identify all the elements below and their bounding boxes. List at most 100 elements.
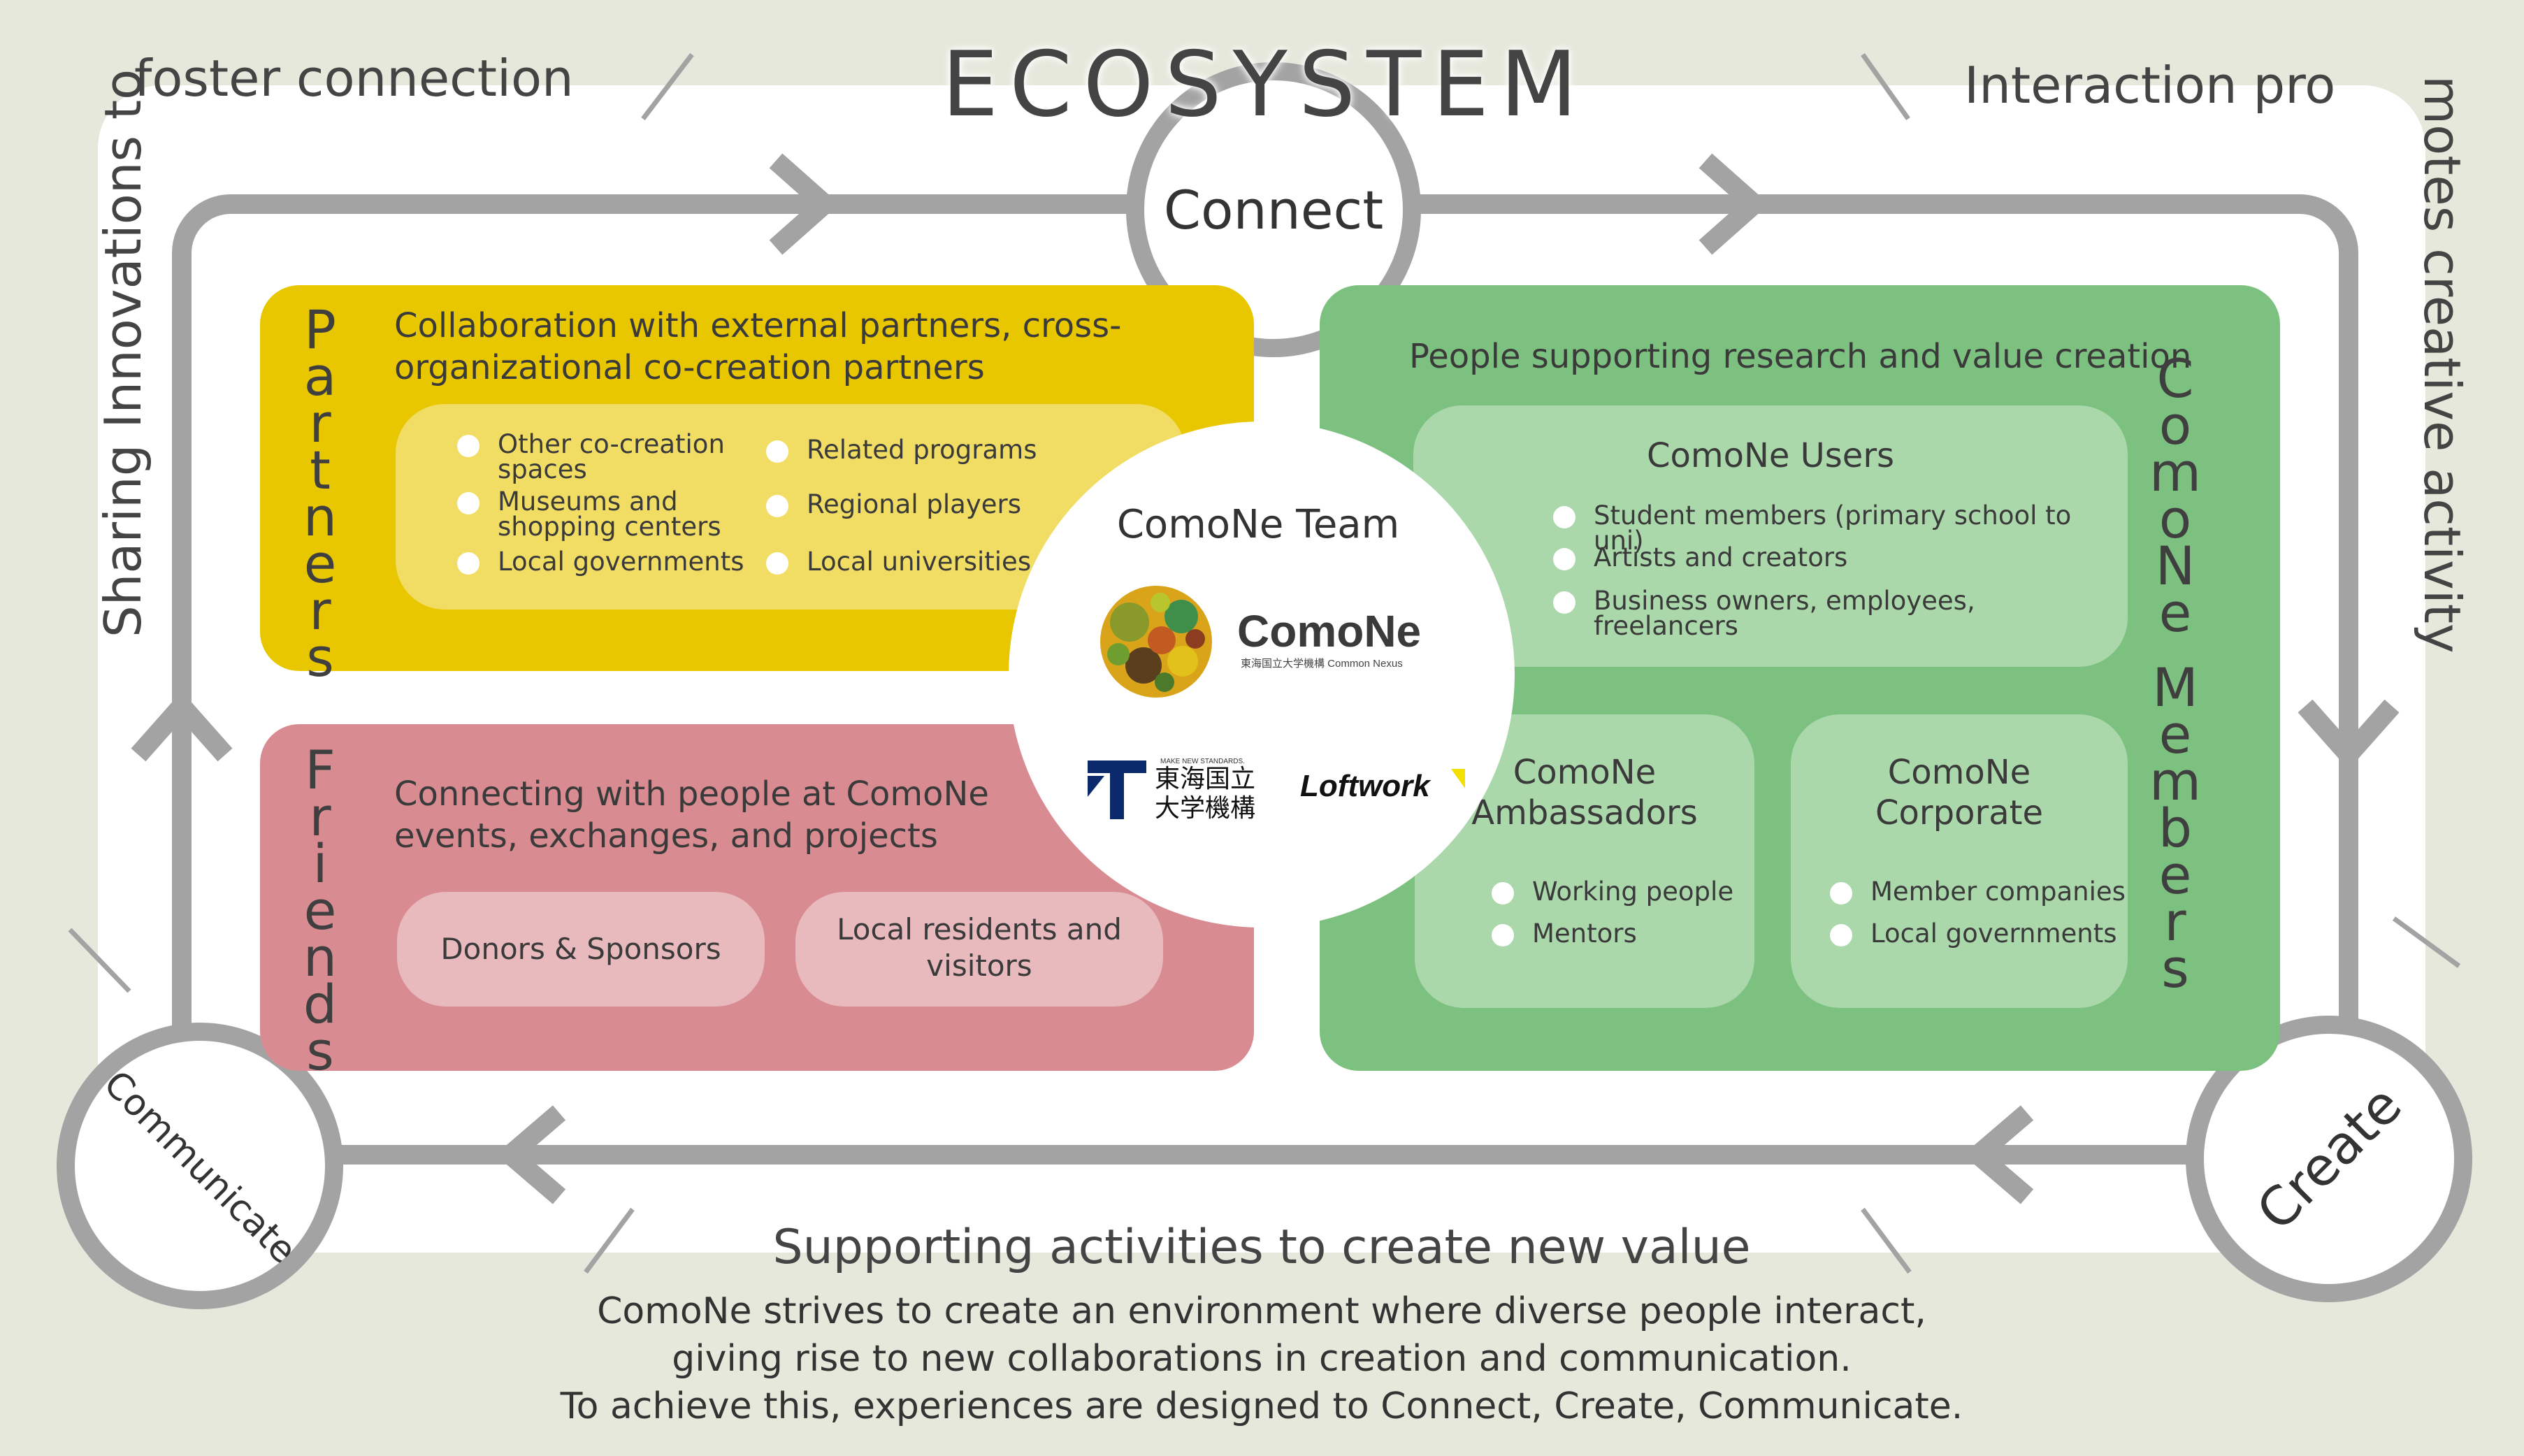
label-letter: e [303,879,337,942]
arrow-right-1 [769,153,840,255]
team-label: ComoNe Team [1116,502,1400,547]
members-description: People supporting research and value cre… [1409,337,2192,376]
bullet-dot [1492,924,1514,946]
bullet-dot [1830,882,1852,904]
bullet-dot [1830,924,1852,946]
ambassadors-title: ComoNe Ambassadors [1471,753,1698,832]
comone-logo-icon [1100,586,1212,698]
corporate-title: ComoNe Corporate [1875,753,2043,832]
tick-mark [1861,52,1910,121]
tick-mark [68,928,131,993]
label-letter: d [303,973,338,1035]
users-item: Artists and creators [1553,545,1847,570]
label-letter: i [312,832,328,895]
friends-vertical-label: F r i e n d s [292,739,348,1082]
partners-item: Local universities [766,549,1031,575]
body-line: ComoNe strives to create an environment … [597,1290,1926,1332]
body-line: giving rise to new collaborations in cre… [672,1338,1852,1380]
label-letter: b [2158,797,2193,859]
communicate-circle [57,1023,343,1309]
ambassadors-item: Mentors [1492,921,1637,946]
label-letter: o [2158,394,2192,456]
label-letter: r [309,392,331,454]
bullet-dot [457,492,479,514]
tick-mark [641,52,694,121]
create-circle [2186,1016,2472,1302]
loop-text-right-vertical: motes creative activity [2413,75,2472,654]
friends-group-label: Donors & Sponsors [440,932,721,966]
corporate-card: ComoNe Corporate Member companies Local … [1791,714,2128,1008]
label-letter: s [306,1020,334,1082]
bottom-heading: Supporting activities to create new valu… [772,1220,1751,1275]
tokai-tagline: MAKE NEW STANDARDS. [1160,758,1245,765]
corporate-item: Local governments [1830,921,2117,946]
comone-logo-text: ComoNe [1237,606,1422,656]
label-letter: n [303,926,338,988]
label-letter: s [306,626,334,689]
friends-group-label: Local residents and visitors [837,912,1122,983]
loop-text-left-vertical: Sharing Innovations to [94,69,152,637]
tick-mark [1861,1207,1912,1274]
arrow-right-2 [1699,153,1770,255]
arrow-up [131,691,233,762]
body-line: To achieve this, experiences are designe… [560,1385,1963,1427]
connect-label: Connect [1163,179,1384,241]
corporate-item: Member companies [1830,879,2126,904]
bullet-dot [766,440,788,463]
bullet-dot [1492,882,1514,904]
connect-circle [1126,62,1421,357]
desc-line: Collaboration with external partners, cr… [394,306,1122,345]
bullet-dot [766,495,788,517]
tokai-logo-icon [1088,761,1146,819]
partners-item: Regional players [766,491,1021,517]
label-letter: s [2161,937,2189,1000]
tokai-logo-text: 東海国立 大学機構 [1155,765,1256,823]
loftwork-mark-icon [1451,769,1465,788]
partners-item: Related programs [766,437,1037,463]
users-item: Business owners, employees, freelancers [1553,588,2128,639]
label-letter: C [2156,347,2194,410]
label-letter: m [2149,441,2202,503]
loop-text-top-left: foster connection [134,49,574,108]
friends-description: Connecting with people at ComoNe events,… [394,773,989,857]
partners-description: Collaboration with external partners, cr… [394,305,1121,389]
ambassadors-item: Working people [1492,879,1733,904]
tick-mark [2392,916,2461,968]
desc-line: organizational co-creation partners [394,348,985,387]
label-letter: e [2158,703,2192,765]
label-letter: N [2155,535,2195,597]
arrow-left-2 [495,1105,566,1204]
bullet-dot [1553,548,1575,570]
label-letter: o [2158,488,2192,550]
label-letter: t [310,439,331,501]
label-letter: n [303,486,338,548]
label-letter: F [305,739,336,801]
label-letter: M [2152,656,2198,719]
label-letter: e [303,533,337,595]
label-letter: e [2158,582,2192,644]
label-letter: a [303,345,337,408]
tick-mark [584,1207,635,1274]
team-circle [1009,421,1515,928]
arrow-left-1 [1963,1105,2034,1204]
users-title: ComoNe Users [1646,436,1895,475]
friends-group-pill: Donors & Sponsors [397,892,765,1007]
label-letter: e [2158,844,2192,906]
label-letter: r [2164,891,2186,953]
bullet-dot [1553,506,1575,528]
users-card: ComoNe Users Student members (primary sc… [1413,405,2128,667]
desc-line: Connecting with people at ComoNe [394,774,989,814]
desc-line: events, exchanges, and projects [394,816,938,856]
bullet-dot [457,435,479,457]
loop-text-top-right: Interaction pro [1964,56,2336,115]
friends-group-pill: Local residents and visitors [795,892,1163,1007]
label-letter: r [309,579,331,642]
loftwork-logo-text: Loftwork [1300,769,1430,803]
partners-item: Local governments [457,549,744,575]
arrow-down [2298,699,2400,770]
users-item: Student members (primary school to uni) [1553,503,2128,554]
label-letter: m [2149,750,2202,812]
